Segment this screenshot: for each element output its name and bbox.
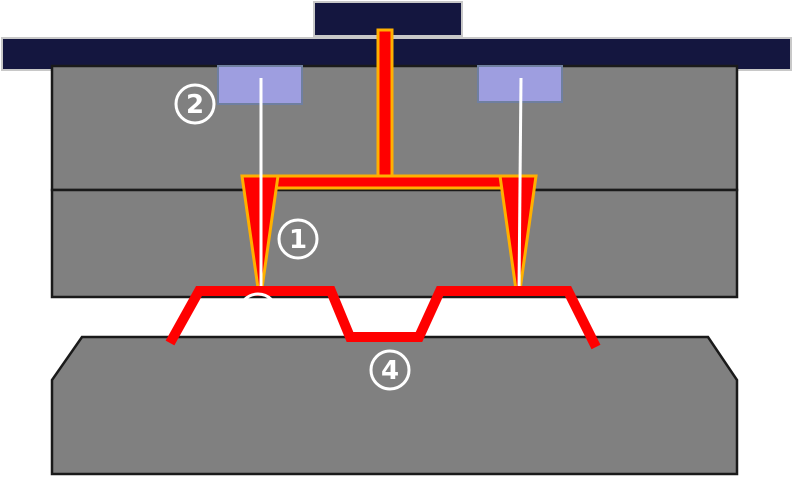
manifold-runner xyxy=(248,174,527,190)
nozzle-right-cone xyxy=(505,180,531,284)
callout-heater-label: 2 xyxy=(186,90,204,120)
callout-heater: 2 xyxy=(174,83,216,125)
callout-hot-runner: 1 xyxy=(277,218,319,260)
callout-gate-label: 3 xyxy=(249,299,267,329)
callout-part-label: 4 xyxy=(381,356,399,386)
core-plate xyxy=(50,335,739,476)
top-clamp-plate xyxy=(1,37,792,71)
callout-gate: 3 xyxy=(237,292,279,334)
cavity-plate xyxy=(50,188,739,299)
callout-hot-runner-label: 1 xyxy=(289,225,307,255)
thermocouple-line-right xyxy=(517,77,523,293)
callout-part: 4 xyxy=(369,349,411,391)
molded-part xyxy=(165,286,601,350)
manifold-plate xyxy=(50,64,739,192)
sprue-channel xyxy=(376,28,394,187)
